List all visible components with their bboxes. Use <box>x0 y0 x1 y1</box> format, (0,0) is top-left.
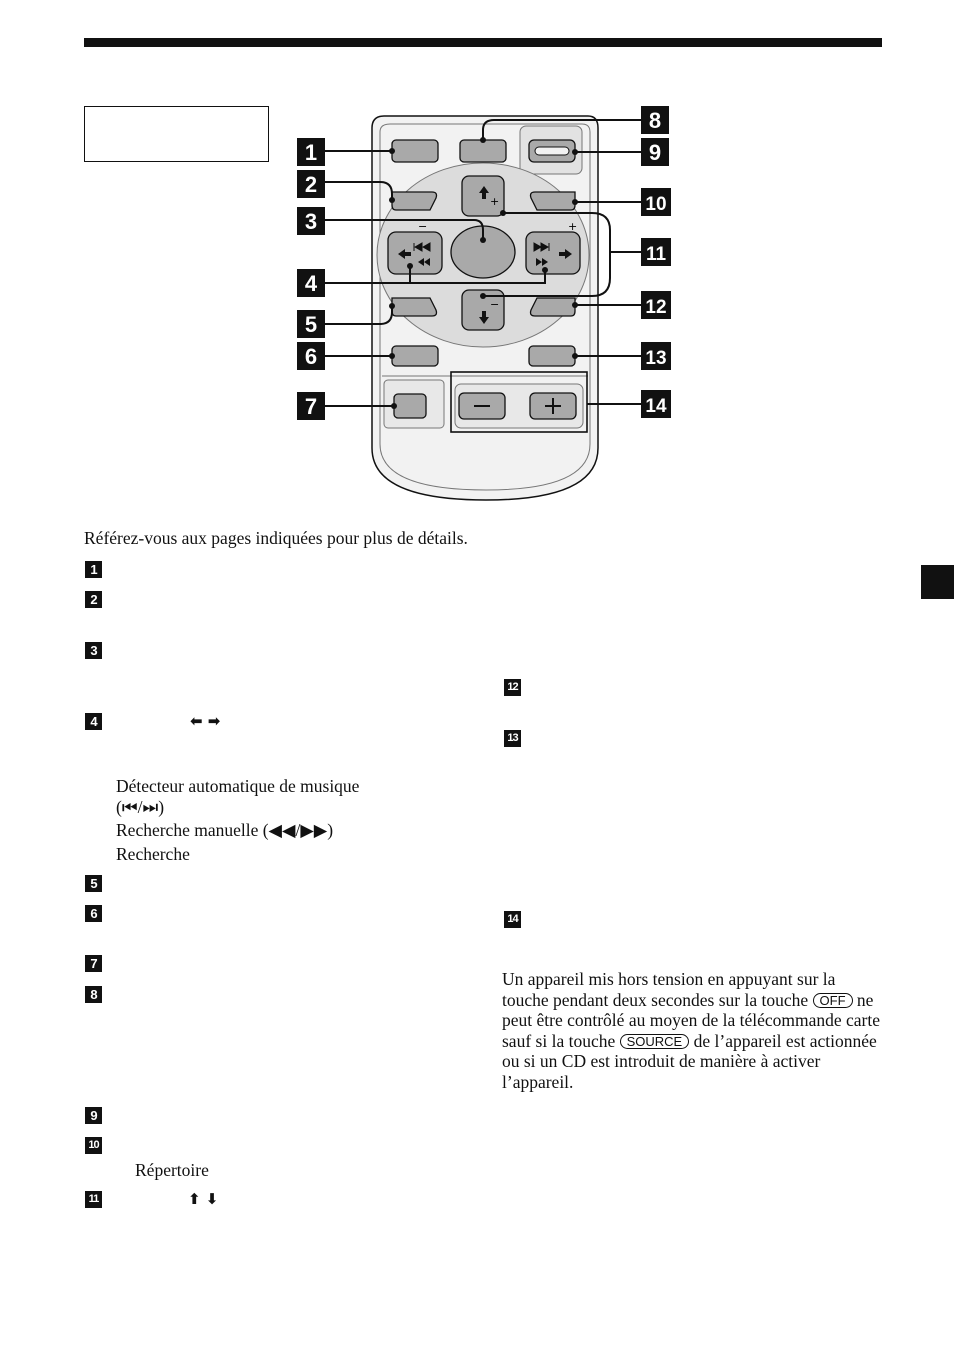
item-marker-1: 1 <box>85 561 102 578</box>
item-marker-2: 2 <box>85 591 102 608</box>
item-marker-7: 7 <box>85 955 102 972</box>
note-text-1: Un appareil mis hors tension en appuyant… <box>502 969 836 1010</box>
item-marker-13: 13 <box>504 730 521 747</box>
item-4-amsd: Détecteur automatique de musique <box>116 776 360 796</box>
callout-13-label: 13 <box>645 348 666 369</box>
remote-button-12 <box>529 297 576 317</box>
item-marker-8: 8 <box>85 986 102 1003</box>
item-marker-9: 9 <box>85 1107 102 1124</box>
item-marker-10: 10 <box>85 1137 102 1154</box>
remote-button-off <box>391 139 439 163</box>
callout-5 <box>297 310 325 338</box>
item-11-arrows: ⬆ ⬇ <box>188 1190 219 1208</box>
callout-8 <box>641 106 669 134</box>
item-marker-5: 5 <box>85 875 102 892</box>
remote-button-2 <box>391 191 438 211</box>
intro-text: Référez-vous aux pages indiquées pour pl… <box>84 528 468 548</box>
callout-12 <box>641 291 671 319</box>
callout-9-label: 9 <box>649 140 661 165</box>
remote-button-7 <box>393 393 427 419</box>
svg-text:−: − <box>418 220 427 233</box>
callout-14-label: 14 <box>645 396 667 417</box>
callout-10 <box>641 188 671 216</box>
item-marker-6: 6 <box>85 905 102 922</box>
item-4-arrows: ⬅ ➡ <box>190 712 221 730</box>
callout-12-label: 12 <box>645 297 666 318</box>
svg-text:+: + <box>568 220 577 233</box>
callout-2-label: 2 <box>305 172 317 197</box>
callout-1 <box>297 138 325 166</box>
callout-3-label: 3 <box>305 209 317 234</box>
item-marker-4: 4 <box>85 713 102 730</box>
note-text-3: de l’appareil est actionnée ou si un CD … <box>502 1030 877 1092</box>
item-4-amsd-symbols: (⏮/⏭) <box>116 797 165 817</box>
section-title-box <box>84 106 269 162</box>
power-off-note: Un appareil mis hors tension en appuyant… <box>502 969 882 1093</box>
callout-9 <box>641 138 669 166</box>
callout-6-label: 6 <box>305 344 317 369</box>
off-key-label: OFF <box>812 992 853 1008</box>
item-marker-12: 12 <box>504 679 521 696</box>
svg-text:−: − <box>490 298 499 311</box>
remote-button-10 <box>529 191 576 211</box>
callout-7-label: 7 <box>305 394 317 419</box>
callout-1-label: 1 <box>305 140 317 165</box>
item-10-repertoire: Répertoire <box>135 1160 209 1180</box>
item-marker-14: 14 <box>504 911 521 928</box>
remote-button-13 <box>528 345 576 367</box>
callout-13 <box>641 342 671 370</box>
svg-text:+: + <box>490 195 499 208</box>
item-marker-11: 11 <box>85 1191 102 1208</box>
callout-7 <box>297 392 325 420</box>
callout-3 <box>297 207 325 235</box>
remote-button-6 <box>391 345 439 367</box>
callout-5-label: 5 <box>305 312 317 337</box>
callout-10-label: 10 <box>645 194 666 215</box>
header-rule <box>84 38 882 47</box>
item-marker-3: 3 <box>85 642 102 659</box>
source-key-label: SOURCE <box>619 1033 690 1049</box>
callout-2 <box>297 170 325 198</box>
callout-14 <box>641 390 671 418</box>
callout-8-label: 8 <box>649 108 661 133</box>
callout-11-label: 11 <box>646 244 667 265</box>
callout-4-label: 4 <box>305 271 318 296</box>
remote-button-source <box>459 139 507 163</box>
callout-6 <box>297 342 325 370</box>
item-4-search: Recherche <box>116 844 190 864</box>
language-tab-marker <box>921 565 954 599</box>
item-4-manual-search: Recherche manuelle (◀◀/▶▶) <box>116 820 334 840</box>
remote-control-diagram: + − − + 1 2 3 <box>297 106 671 501</box>
callout-4 <box>297 269 325 297</box>
note-text-2: ne peut être contrôlé au moyen de la tél… <box>502 989 881 1051</box>
remote-button-5 <box>391 297 438 317</box>
callout-11 <box>641 238 671 266</box>
